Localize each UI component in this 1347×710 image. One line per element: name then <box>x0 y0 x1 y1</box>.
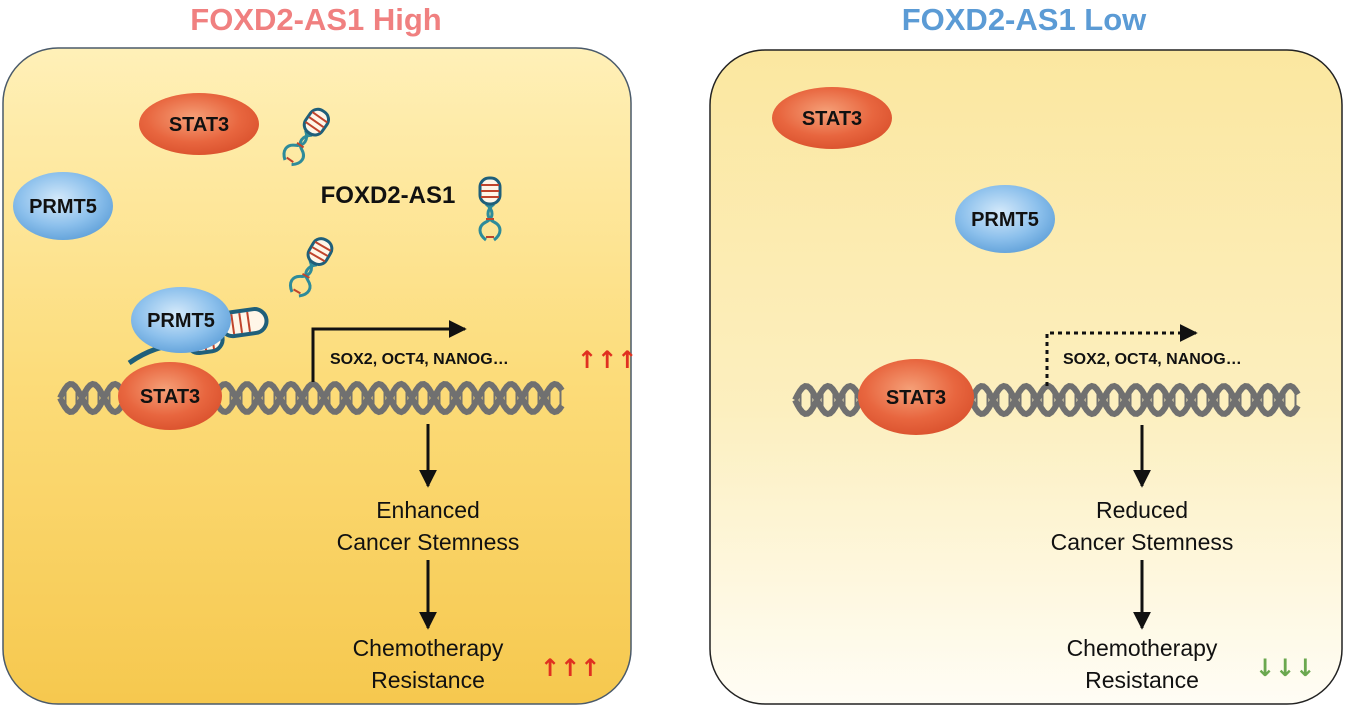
left-panel-cell <box>2 47 632 705</box>
stat3-free-protein-right <box>772 87 892 149</box>
prmt5-bound-protein <box>131 287 231 353</box>
chemo-down-arrows: ↓↓↓ <box>1255 654 1315 682</box>
genes-up-arrows: ↑↑↑ <box>577 346 637 374</box>
target-genes-label-right: SOX2, OCT4, NANOG… <box>1063 351 1242 368</box>
prmt5-free-label-right: PRMT5 <box>971 209 1039 231</box>
outcome-chemo-left-line1: Chemotherapy <box>353 635 504 661</box>
foxd2-as1-label: FOXD2-AS1 <box>321 182 456 209</box>
outcome-stemness-right-line1: Reduced <box>1096 497 1188 523</box>
outcome-chemo-left-line2: Resistance <box>371 667 485 693</box>
outcome-stemness-left-line1: Enhanced <box>376 497 480 523</box>
outcome-stemness-left-line2: Cancer Stemness <box>337 529 520 555</box>
outcome-chemo-right-line2: Resistance <box>1085 667 1199 693</box>
stat3-bound-protein <box>118 362 222 430</box>
prmt5-free-label: PRMT5 <box>29 196 97 218</box>
chemo-up-arrows: ↑↑↑ <box>540 654 600 682</box>
transcription-arrow-active <box>311 320 467 382</box>
stat3-bound-label-right: STAT3 <box>886 387 946 409</box>
prmt5-free-protein <box>13 172 113 240</box>
outcome-chemo-right-line1: Chemotherapy <box>1067 635 1218 661</box>
right-panel-cell <box>709 49 1343 705</box>
stat3-bound-label: STAT3 <box>140 386 200 408</box>
right-panel-title: FOXD2-AS1 Low <box>902 2 1147 37</box>
target-genes-label-left: SOX2, OCT4, NANOG… <box>330 351 509 368</box>
left-panel-title: FOXD2-AS1 High <box>190 2 441 37</box>
transcription-arrow-reduced <box>1045 324 1198 386</box>
stat3-free-label-right: STAT3 <box>802 108 862 130</box>
prmt5-free-protein-right <box>955 185 1055 253</box>
stat3-free-label: STAT3 <box>169 114 229 136</box>
outcome-stemness-right-line2: Cancer Stemness <box>1051 529 1234 555</box>
stat3-bound-protein-right <box>858 359 974 435</box>
prmt5-bound-label: PRMT5 <box>147 310 215 332</box>
stat3-free-protein <box>139 93 259 155</box>
